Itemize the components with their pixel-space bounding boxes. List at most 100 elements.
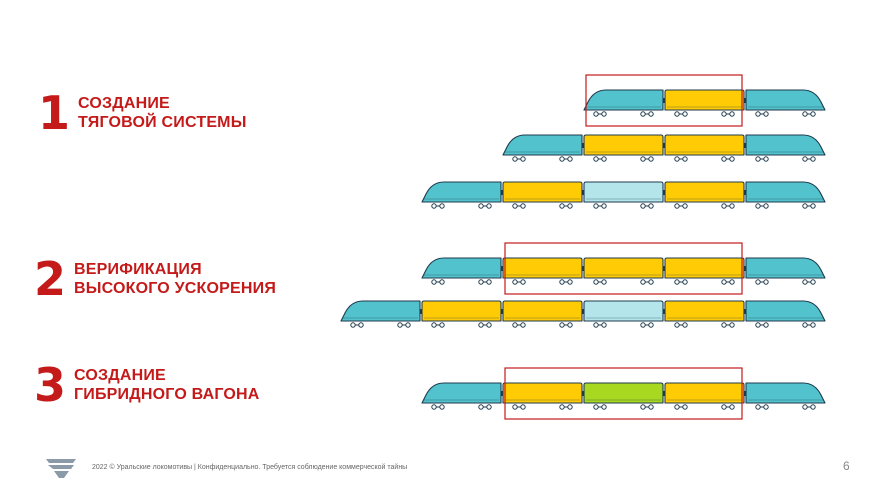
step-title-line2: ГИБРИДНОГО ВАГОНА xyxy=(74,386,260,403)
car-hybrid xyxy=(583,382,664,410)
bogie xyxy=(512,322,526,328)
coupler xyxy=(500,391,504,396)
car-motor xyxy=(421,300,502,328)
bogie xyxy=(431,322,445,328)
train-6 xyxy=(421,367,826,420)
car-trailer xyxy=(583,181,664,209)
step-2: 2 ВЕРИФИКАЦИЯ ВЫСОКОГО УСКОРЕНИЯ xyxy=(34,256,276,302)
footer-text: 2022 © Уральские локомотивы | Конфиденци… xyxy=(92,464,408,471)
step-title-line1: СОЗДАНИЕ xyxy=(74,367,166,384)
bogie xyxy=(755,203,769,209)
bogie xyxy=(559,404,573,410)
sinara-logo-icon xyxy=(46,459,76,478)
car-motor xyxy=(502,257,583,285)
bogie xyxy=(802,203,816,209)
car-head-left xyxy=(421,181,502,209)
coupler xyxy=(743,98,747,103)
step-title-line1: ВЕРИФИКАЦИЯ xyxy=(74,261,202,278)
train-3 xyxy=(421,181,826,209)
bogie xyxy=(802,279,816,285)
bogie xyxy=(593,404,607,410)
bogie xyxy=(512,404,526,410)
highlight-frame xyxy=(504,367,743,420)
bogie xyxy=(674,279,688,285)
car-head-left xyxy=(502,134,583,162)
car-motor xyxy=(664,134,745,162)
car-motor xyxy=(502,181,583,209)
bogie xyxy=(512,203,526,209)
bogie xyxy=(721,203,735,209)
train-5 xyxy=(340,300,826,328)
coupler xyxy=(419,309,423,314)
coupler xyxy=(662,391,666,396)
step-3: 3 СОЗДАНИЕ ГИБРИДНОГО ВАГОНА xyxy=(34,362,260,408)
bogie xyxy=(593,156,607,162)
bogie xyxy=(755,111,769,117)
step-title: СОЗДАНИЕ ТЯГОВОЙ СИСТЕМЫ xyxy=(78,94,247,132)
bogie xyxy=(559,279,573,285)
bogie xyxy=(802,111,816,117)
bogie xyxy=(755,322,769,328)
step-number: 3 xyxy=(34,358,67,412)
coupler xyxy=(743,143,747,148)
bogie xyxy=(640,279,654,285)
bogie xyxy=(559,322,573,328)
car-motor xyxy=(502,300,583,328)
coupler xyxy=(743,309,747,314)
bogie xyxy=(559,156,573,162)
car-head-right xyxy=(745,89,826,117)
car-head-right xyxy=(745,257,826,285)
car-motor xyxy=(664,382,745,410)
highlight-frame xyxy=(504,242,743,295)
bogie xyxy=(721,404,735,410)
step-number: 2 xyxy=(34,252,67,306)
coupler xyxy=(581,143,585,148)
car-motor xyxy=(664,181,745,209)
bogie xyxy=(478,404,492,410)
bogie xyxy=(640,203,654,209)
car-motor xyxy=(583,257,664,285)
coupler xyxy=(662,309,666,314)
coupler xyxy=(581,309,585,314)
train-2 xyxy=(502,134,826,162)
coupler xyxy=(581,190,585,195)
train-1 xyxy=(583,74,826,127)
bogie xyxy=(674,156,688,162)
car-head-right xyxy=(745,382,826,410)
coupler xyxy=(500,309,504,314)
coupler xyxy=(662,266,666,271)
coupler xyxy=(500,190,504,195)
bogie xyxy=(721,322,735,328)
bogie xyxy=(674,111,688,117)
bogie xyxy=(431,203,445,209)
bogie xyxy=(674,203,688,209)
coupler xyxy=(581,266,585,271)
train-4 xyxy=(421,242,826,295)
bogie xyxy=(397,322,411,328)
bogie xyxy=(721,111,735,117)
car-motor xyxy=(502,382,583,410)
coupler xyxy=(743,190,747,195)
car-head-left xyxy=(583,89,664,117)
bogie xyxy=(593,203,607,209)
bogie xyxy=(431,404,445,410)
coupler xyxy=(662,190,666,195)
car-head-right xyxy=(745,300,826,328)
step-title: СОЗДАНИЕ ГИБРИДНОГО ВАГОНА xyxy=(74,366,260,404)
coupler xyxy=(662,98,666,103)
bogie xyxy=(755,404,769,410)
step-title-line2: ТЯГОВОЙ СИСТЕМЫ xyxy=(78,114,247,131)
step-number: 1 xyxy=(38,86,71,140)
car-motor xyxy=(664,257,745,285)
bogie xyxy=(802,404,816,410)
car-head-right xyxy=(745,134,826,162)
bogie xyxy=(593,279,607,285)
car-trailer xyxy=(583,300,664,328)
car-head-left xyxy=(421,382,502,410)
car-head-right xyxy=(745,181,826,209)
bogie xyxy=(721,156,735,162)
bogie xyxy=(512,156,526,162)
step-title-line1: СОЗДАНИЕ xyxy=(78,95,170,112)
bogie xyxy=(478,279,492,285)
